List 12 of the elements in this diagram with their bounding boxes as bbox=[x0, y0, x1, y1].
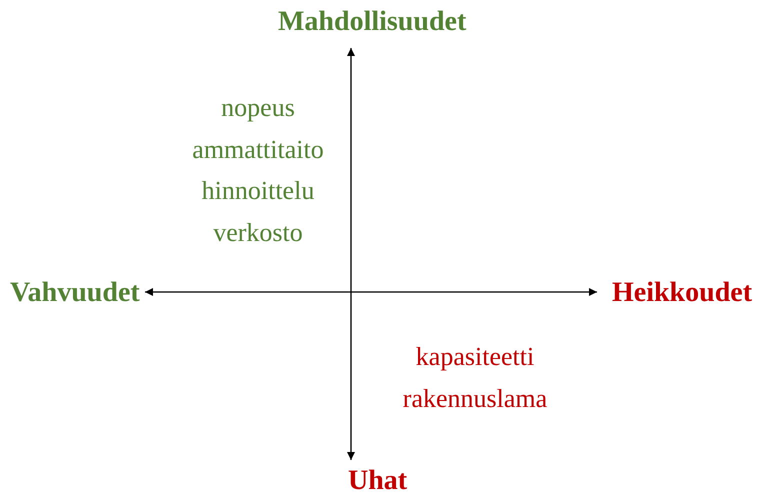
list-item-text: rakennuslama bbox=[402, 384, 548, 414]
axis-label: Mahdollisuudet bbox=[278, 6, 466, 38]
double-arrow bbox=[145, 288, 597, 296]
axis-label: Heikkoudet bbox=[612, 277, 752, 309]
double-arrow bbox=[347, 48, 355, 460]
list-item-text: kapasiteetti bbox=[416, 342, 534, 372]
axis-label: Vahvuudet bbox=[10, 277, 140, 309]
list-item-text: ammattitaito bbox=[192, 135, 324, 165]
axis-label: Uhat bbox=[348, 465, 408, 497]
list-item-text: verkosto bbox=[213, 218, 303, 248]
list-item-text: nopeus bbox=[221, 93, 295, 123]
list-item-text: hinnoittelu bbox=[202, 176, 314, 206]
